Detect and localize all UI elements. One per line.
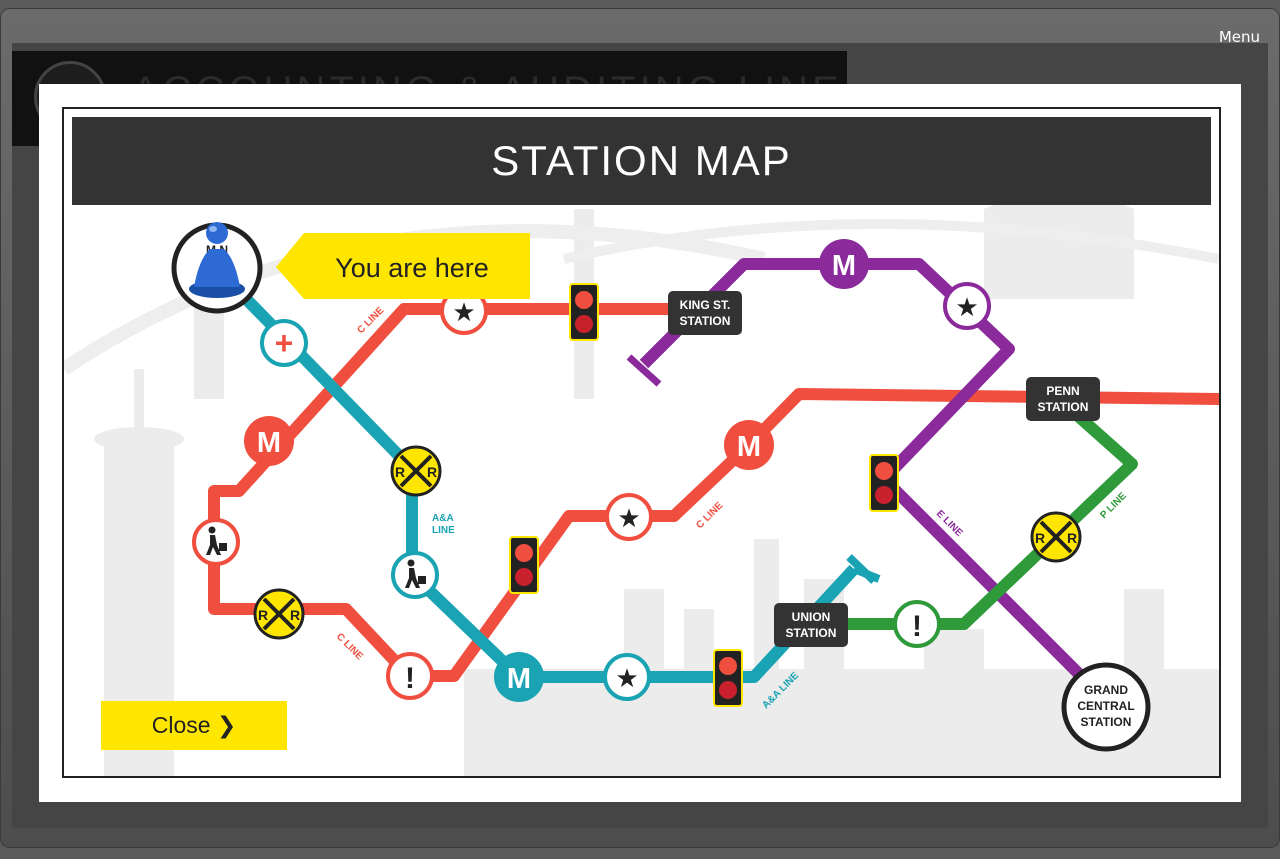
svg-text:R: R	[395, 464, 405, 480]
svg-text:R: R	[1035, 530, 1045, 546]
close-button[interactable]: Close ❯	[101, 701, 287, 750]
star-stop-teal[interactable]: ★	[603, 653, 651, 701]
railroad-crossing-red[interactable]: R R	[253, 588, 305, 640]
svg-text:★: ★	[615, 664, 638, 694]
svg-text:R: R	[290, 607, 300, 623]
menu-button[interactable]: Menu	[1218, 28, 1260, 46]
svg-text:KING ST.: KING ST.	[680, 298, 731, 312]
svg-text:STATION: STATION	[1038, 400, 1089, 414]
svg-text:R: R	[1067, 530, 1077, 546]
union-station[interactable]: UNION STATION	[774, 603, 848, 647]
traffic-light-middle[interactable]	[509, 536, 539, 594]
svg-text:R: R	[258, 607, 268, 623]
m-stop-purple[interactable]: M	[819, 239, 869, 289]
railroad-crossing-green[interactable]: R R	[1030, 511, 1082, 563]
star-stop-middle[interactable]: ★	[605, 493, 653, 541]
svg-text:STATION: STATION	[786, 626, 837, 640]
m-stop-teal[interactable]: M	[494, 652, 544, 702]
svg-text:STATION: STATION	[680, 314, 731, 328]
pedestrian-icon	[206, 526, 227, 555]
penn-station[interactable]: PENN STATION	[1026, 377, 1100, 421]
station-map-modal: KING ST. STATION PENN STATION UNION STAT…	[39, 84, 1241, 802]
pedestrian-stop-red[interactable]	[192, 518, 240, 566]
star-stop-purple[interactable]: ★	[943, 282, 991, 330]
svg-text:★: ★	[617, 504, 640, 534]
c-line-left	[208, 303, 1219, 682]
grand-central-station[interactable]: GRAND CENTRAL STATION	[1061, 662, 1151, 752]
pedestrian-stop-teal[interactable]	[391, 551, 439, 599]
alert-stop-green[interactable]: !	[893, 600, 941, 648]
aa-line-label: A&A	[432, 513, 454, 524]
subway-map: KING ST. STATION PENN STATION UNION STAT…	[64, 179, 1219, 776]
map-title: STATION MAP	[72, 117, 1211, 205]
player-pawn-icon	[189, 222, 245, 298]
railroad-crossing-teal[interactable]: R R	[390, 445, 442, 497]
c-line-label: C LINE	[334, 631, 365, 662]
traffic-light-teal[interactable]	[713, 649, 743, 707]
plus-stop[interactable]: +	[260, 319, 308, 367]
alert-stop-red[interactable]: !	[386, 652, 434, 700]
traffic-light-purple[interactable]	[869, 454, 899, 512]
m-stop-red-left[interactable]: M	[244, 416, 294, 466]
aa-line	[212, 264, 859, 683]
m-stop-red-middle[interactable]: M	[724, 420, 774, 470]
king-st-station[interactable]: KING ST. STATION	[668, 291, 742, 335]
svg-text:You are here: You are here	[335, 253, 489, 283]
traffic-light-top[interactable]	[569, 283, 599, 341]
c-line-label: C LINE	[694, 500, 725, 531]
svg-text:R: R	[427, 464, 437, 480]
svg-text:+: +	[275, 325, 294, 361]
aa-line-label: LINE	[432, 525, 455, 536]
svg-text:GRAND: GRAND	[1084, 683, 1128, 697]
svg-text:★: ★	[452, 298, 475, 328]
you-are-here-callout: You are here	[276, 233, 530, 299]
svg-text:M: M	[737, 431, 761, 463]
svg-text:STATION: STATION	[1081, 715, 1132, 729]
svg-text:UNION: UNION	[792, 610, 831, 624]
svg-text:M: M	[832, 250, 856, 282]
svg-text:★: ★	[955, 293, 978, 323]
map-frame: KING ST. STATION PENN STATION UNION STAT…	[62, 107, 1221, 778]
svg-text:!: !	[405, 662, 415, 695]
svg-text:!: !	[912, 610, 922, 643]
svg-text:PENN: PENN	[1046, 384, 1079, 398]
svg-text:CENTRAL: CENTRAL	[1077, 699, 1134, 713]
svg-text:M: M	[257, 427, 281, 459]
svg-text:M: M	[507, 663, 531, 695]
pedestrian-icon	[405, 559, 426, 588]
